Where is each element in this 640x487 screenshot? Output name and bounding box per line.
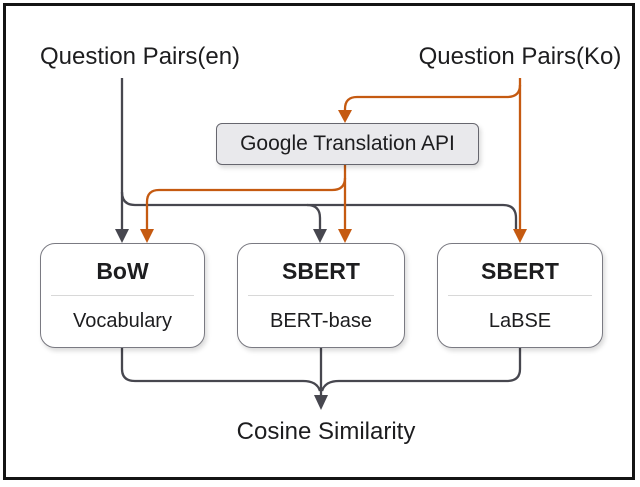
bow-subtitle: Vocabulary	[73, 310, 172, 332]
edge-group-english	[120, 78, 522, 396]
arrowhead-en-sbert-base	[313, 229, 327, 243]
edge-ko-to-api	[343, 84, 522, 111]
sbert-labse-subtitle: LaBSE	[488, 310, 552, 332]
edge-en-drop-to-sbert-base	[306, 203, 322, 229]
node-sbert-labse: SBERT LaBSE	[437, 243, 603, 348]
node-question-pairs-en: Question Pairs(en)	[39, 43, 241, 70]
bow-title: BoW	[96, 257, 149, 284]
diagram-frame	[3, 3, 635, 480]
arrowhead-api-sbert-base	[338, 229, 352, 243]
node-google-translation-api: Google Translation API	[216, 123, 479, 165]
sbert-labse-title: SBERT	[481, 257, 559, 284]
arrowhead-cosine	[314, 395, 328, 410]
arrowheads-korean	[140, 110, 527, 243]
edge-api-to-bow	[145, 177, 347, 229]
edge-group-korean	[145, 78, 522, 229]
arrowhead-en-bow	[115, 229, 129, 243]
node-bow: BoW Vocabulary	[40, 243, 205, 348]
sbert-bert-base-subtitle: BERT-base	[270, 310, 372, 332]
bow-divider	[51, 295, 194, 296]
sbert-labse-divider	[448, 295, 592, 296]
sbert-bert-base-title: SBERT	[282, 257, 360, 284]
arrowheads-english	[115, 229, 328, 410]
sbert-bert-base-divider	[248, 295, 394, 296]
arrowhead-ko-labse	[513, 229, 527, 243]
node-question-pairs-ko: Question Pairs(Ko)	[418, 43, 622, 70]
edge-labse-to-cosine	[320, 348, 522, 392]
node-cosine-similarity: Cosine Similarity	[236, 418, 416, 445]
arrowhead-ko-api	[338, 110, 352, 123]
edge-en-branch-to-labse	[120, 191, 518, 233]
edge-bow-to-cosine	[120, 348, 322, 392]
arrowhead-api-bow	[140, 229, 154, 243]
node-sbert-bert-base: SBERT BERT-base	[237, 243, 405, 348]
google-translation-api-label: Google Translation API	[240, 132, 455, 155]
